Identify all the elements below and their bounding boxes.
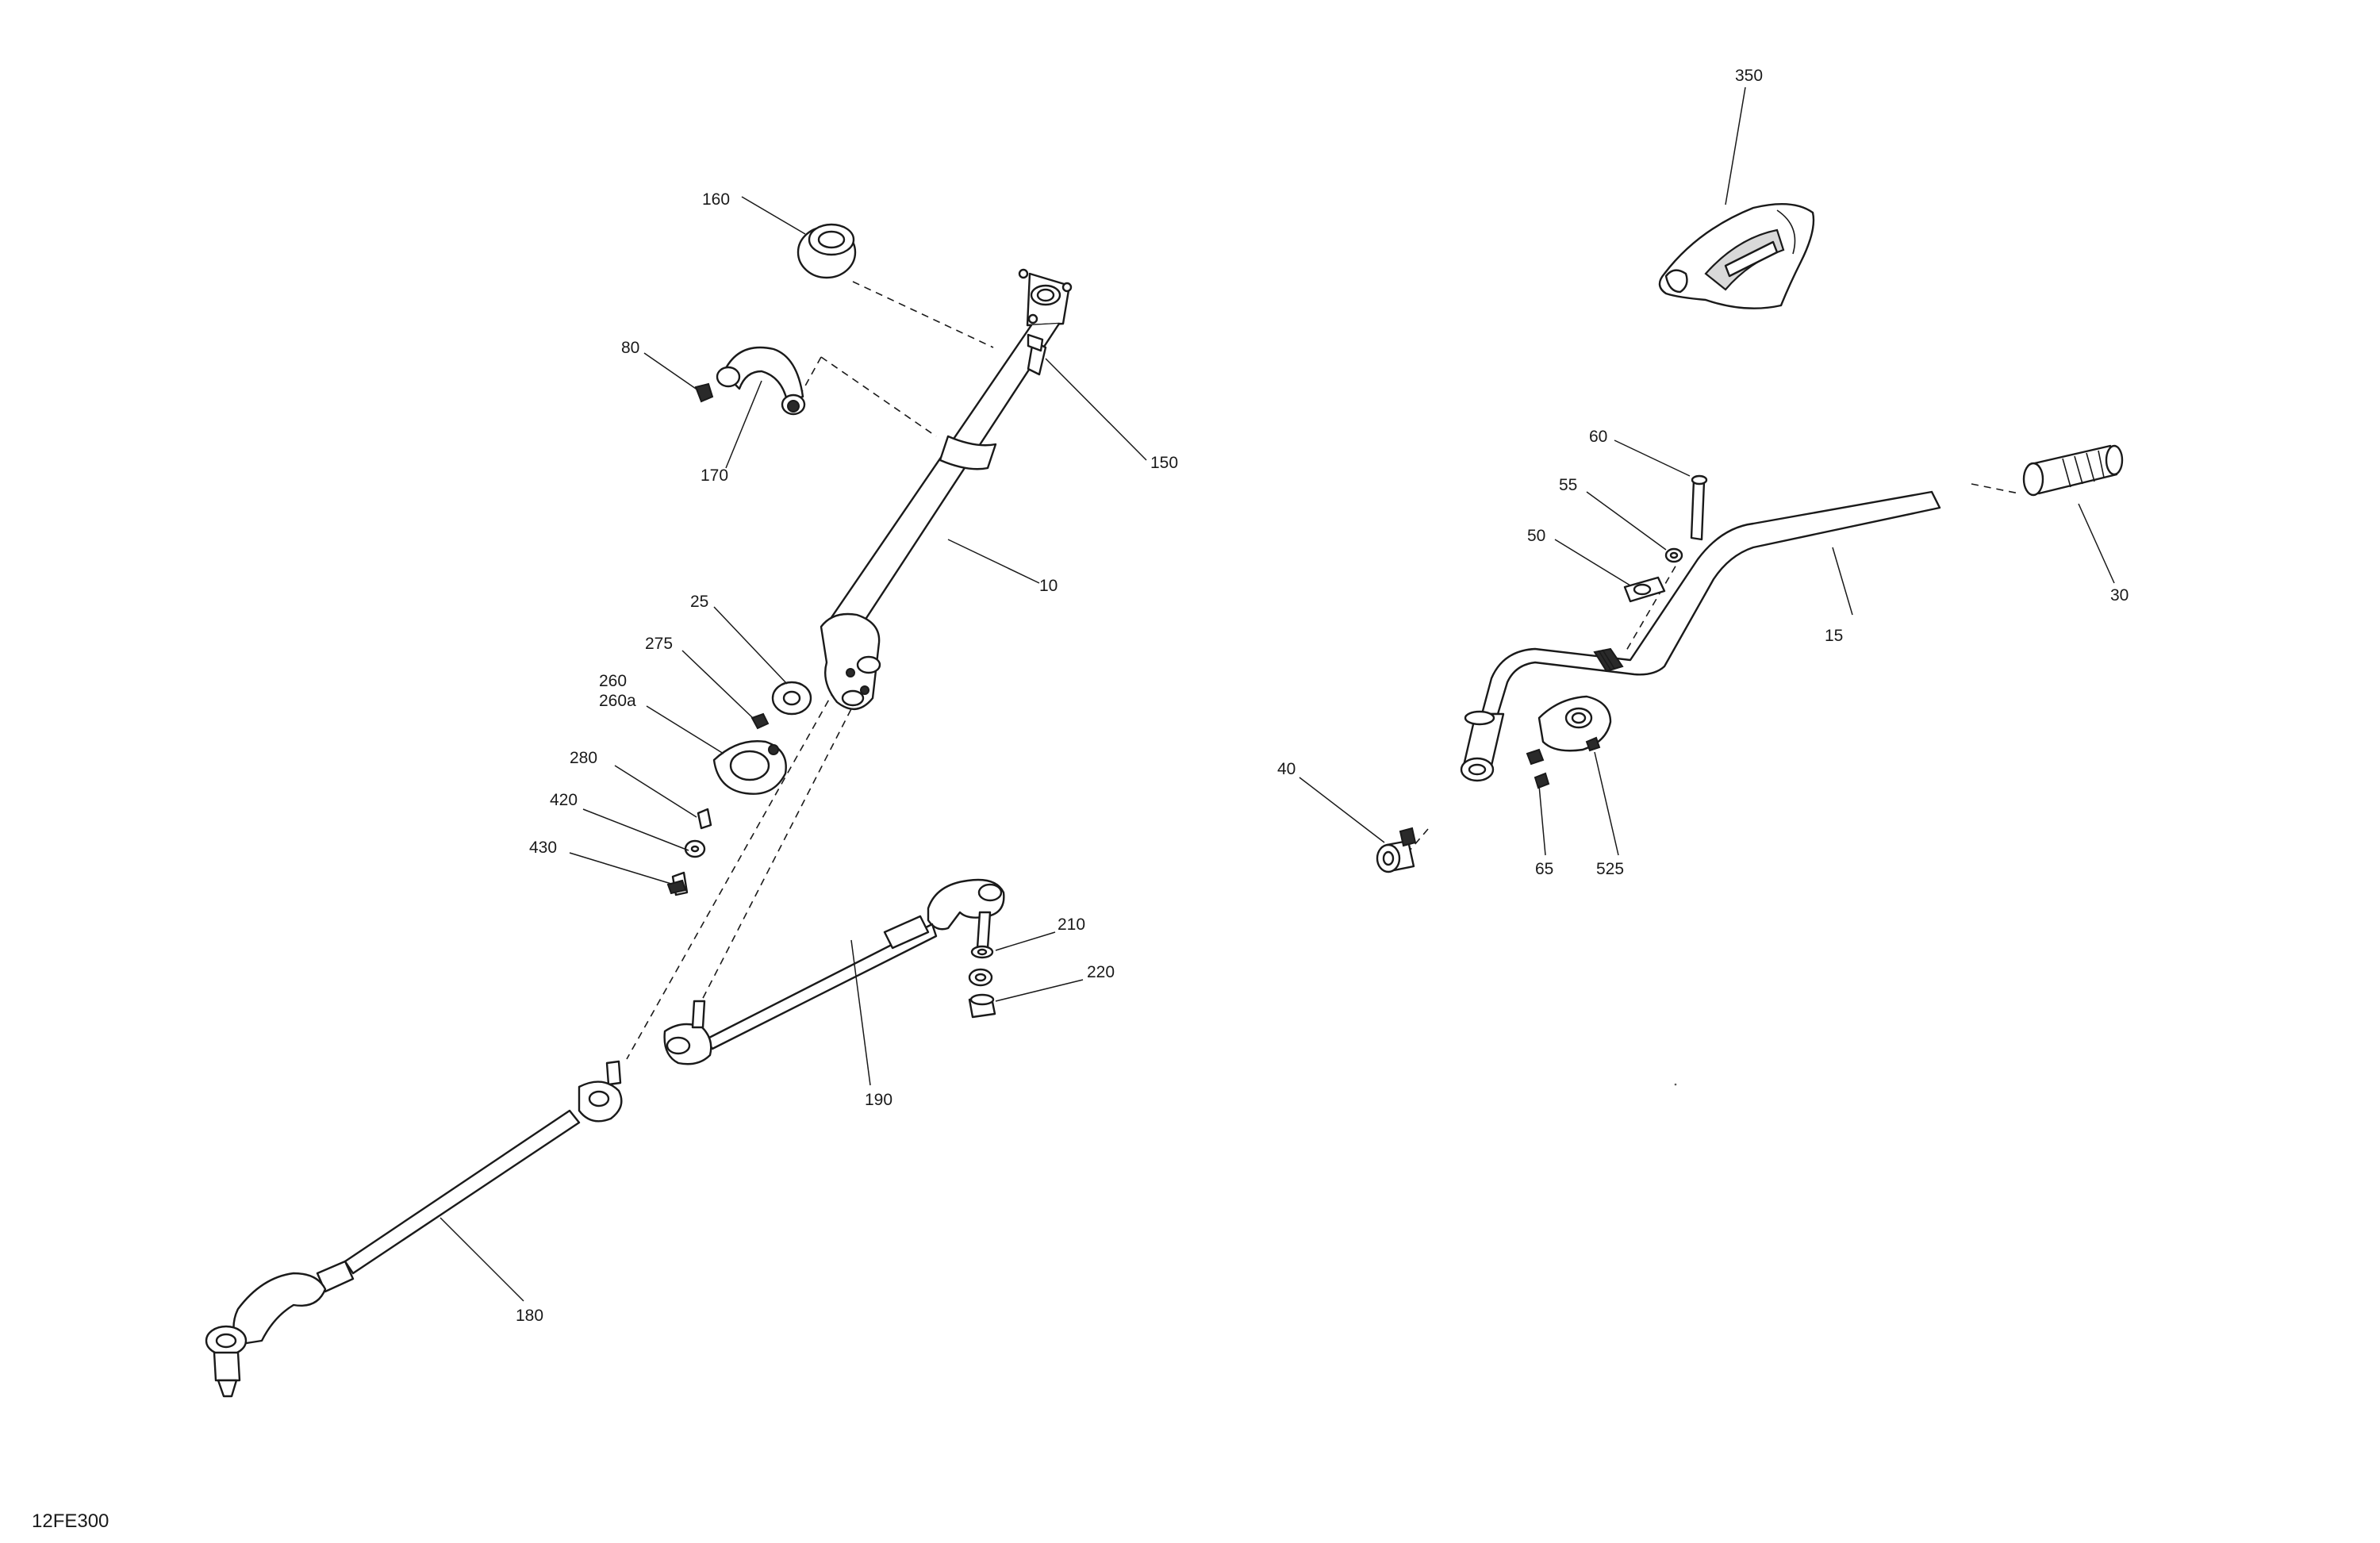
- callout-170: 170: [701, 466, 728, 485]
- callout-420: 420: [550, 791, 578, 809]
- end-plug-40: [1376, 827, 1417, 873]
- callout-15: 15: [1825, 627, 1843, 645]
- bolt-430: [666, 871, 689, 896]
- bolt-60: [1690, 474, 1708, 541]
- tie-rod-180: [205, 1060, 623, 1398]
- tie-rod-190: [663, 878, 1005, 1065]
- callout-280: 280: [570, 749, 597, 767]
- clamp-50: [1623, 576, 1666, 603]
- callout-260: 260: [599, 672, 627, 690]
- callout-30: 30: [2110, 586, 2129, 605]
- callout-260a: 260a: [599, 692, 636, 710]
- callout-160: 160: [702, 190, 730, 209]
- callout-220: 220: [1087, 963, 1115, 981]
- fastener-280: [697, 808, 712, 830]
- callout-190: 190: [865, 1091, 892, 1109]
- drawing-code: 12FE300: [32, 1510, 109, 1532]
- callout-labels: 160 80 170 150 10 25 275 260 260a 280 42…: [516, 67, 2129, 1325]
- bushing-160: [797, 223, 857, 279]
- grip-30: [2022, 444, 2124, 497]
- callout-60: 60: [1589, 428, 1607, 446]
- handlebar-pad-350: [1658, 203, 1815, 309]
- lower-clamp-525: [1537, 695, 1612, 752]
- stray-mark: [1674, 1083, 1677, 1086]
- callout-55: 55: [1559, 476, 1577, 494]
- callout-65: 65: [1535, 860, 1553, 878]
- bolt-150: [1027, 333, 1047, 376]
- callout-180: 180: [516, 1307, 543, 1325]
- callout-10: 10: [1039, 577, 1058, 595]
- callout-150: 150: [1150, 454, 1178, 472]
- washer-210: [968, 945, 994, 987]
- callout-430: 430: [529, 839, 557, 857]
- handlebar-15: [1460, 490, 1941, 782]
- callout-80: 80: [621, 339, 639, 357]
- callout-525: 525: [1596, 860, 1624, 878]
- nut-275: [750, 712, 770, 730]
- nut-220: [968, 993, 996, 1019]
- callout-275: 275: [645, 635, 673, 653]
- callout-25: 25: [690, 593, 708, 611]
- callout-50: 50: [1527, 527, 1545, 545]
- callout-40: 40: [1277, 760, 1296, 778]
- callout-350: 350: [1735, 67, 1763, 85]
- leader-lines: [440, 86, 2115, 1302]
- assembly-dashed-lines-left: [626, 281, 994, 1060]
- washer-55: [1664, 547, 1683, 563]
- washer-420: [684, 839, 706, 858]
- callout-210: 210: [1058, 915, 1085, 934]
- nut-65: [1526, 748, 1550, 789]
- retainer-plate-260: [712, 740, 787, 795]
- clamp-170: [694, 346, 806, 416]
- steering-column: [820, 268, 1073, 710]
- washer-25: [771, 681, 812, 716]
